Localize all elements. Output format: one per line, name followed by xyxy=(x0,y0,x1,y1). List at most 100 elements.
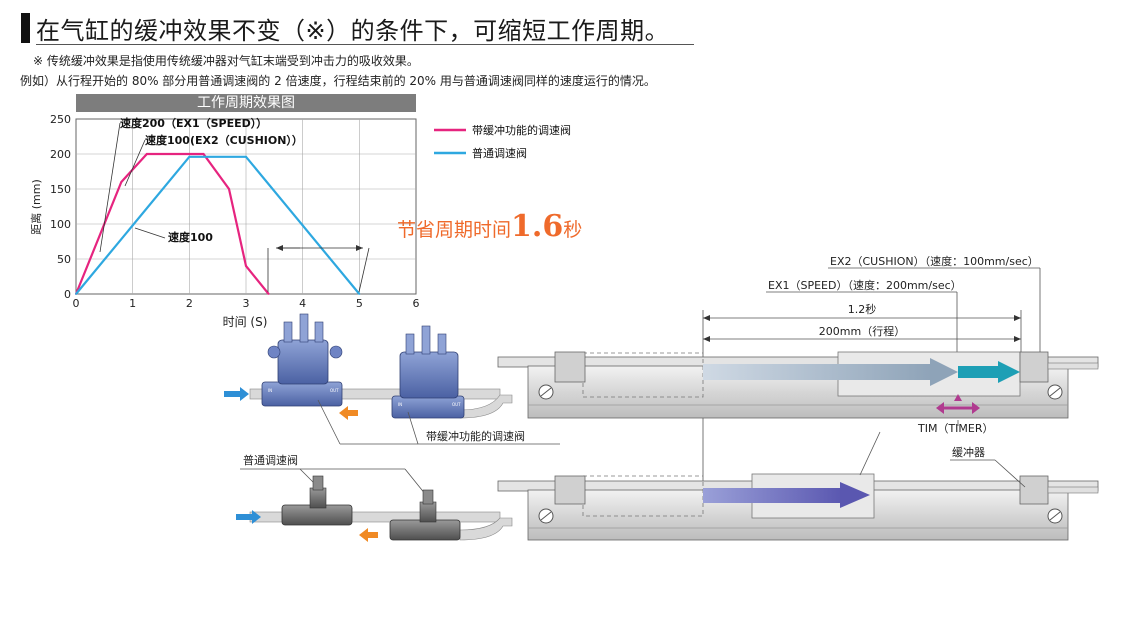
series-point-1 xyxy=(245,155,247,158)
example-note: 例如）从行程开始的 80% 部分用普通调速阀的 2 倍速度，行程结束前的 20%… xyxy=(20,74,656,88)
legend-label-cushion: 带缓冲功能的调速阀 xyxy=(472,123,571,137)
ex2-label: EX2（CUSHION）（速度：100mm/sec） xyxy=(830,254,1039,268)
tim-label: TIM（TIMER） xyxy=(917,422,994,435)
annotation-speed100-cushion: 速度100(EX2（CUSHION）） xyxy=(145,133,303,147)
cylinder-bottom-endblock-left xyxy=(554,475,586,505)
annotation-speed100: 速度100 xyxy=(168,230,213,244)
annotation-speed100-leader xyxy=(134,227,166,239)
savings-extension-right xyxy=(358,247,370,293)
x-tick-label: 3 xyxy=(243,297,250,310)
series-point-0 xyxy=(267,293,270,295)
normal-valve-1-stem xyxy=(309,487,327,509)
series-point-1 xyxy=(75,293,77,295)
cushion-valve-2-block xyxy=(399,351,459,399)
series-point-0 xyxy=(120,181,123,183)
top-arrow-speed xyxy=(703,364,933,380)
cylinder-bottom xyxy=(497,473,1099,541)
chart-title: 工作周期效果图 xyxy=(76,94,416,112)
cushion-valve-1-block xyxy=(277,339,329,385)
x-tick-label: 0 xyxy=(73,297,80,310)
cushion-valve-2-body xyxy=(391,395,465,419)
normal-valve-1-knob xyxy=(312,475,324,491)
cushion-valve-leader-1 xyxy=(317,399,341,445)
top-arrow-speed-head xyxy=(930,358,958,386)
cycle-savings: 节省周期时间1.6秒 xyxy=(397,209,582,244)
series-point-0 xyxy=(245,265,247,267)
flow-in-arrow-bottom-icon xyxy=(236,510,261,524)
buffer-leader xyxy=(994,459,1026,488)
cylinder-annotations: EX2（CUSHION）（速度：100mm/sec） EX1（SPEED）（速度… xyxy=(702,254,1041,500)
y-tick-label: 150 xyxy=(50,183,71,196)
title-underline xyxy=(36,44,694,45)
cushion-valve-1-side-knob-2 xyxy=(329,345,343,359)
flow-in-arrow-top-icon xyxy=(224,387,249,401)
cushion-valve-label: 带缓冲功能的调速阀 xyxy=(426,429,525,443)
x-tick-label: 6 xyxy=(413,297,420,310)
cylinder-top-endblock-left xyxy=(554,351,586,383)
y-tick-label: 0 xyxy=(64,288,71,301)
cylinder-bottom-rod-right xyxy=(1047,486,1099,494)
buffer-label: 缓冲器 xyxy=(952,445,985,459)
flow-out-arrow-top-icon xyxy=(339,406,358,420)
cushion-valve-1-body xyxy=(261,381,343,407)
x-tick-label: 5 xyxy=(356,297,363,310)
time-dimension-arrow-r xyxy=(1014,315,1021,321)
time-label: 1.2秒 xyxy=(848,302,877,316)
series-point-1 xyxy=(188,155,191,158)
stroke-dimension-arrow-r xyxy=(1014,336,1021,342)
bottom-arrow-speed xyxy=(703,488,843,503)
cylinder-top-screw-right-slot xyxy=(1049,387,1061,397)
normal-valve-2-knob xyxy=(422,489,434,505)
annotation-speed100-cushion-leader xyxy=(124,139,146,187)
tube-bottom-b xyxy=(459,517,513,541)
x-tick-label: 1 xyxy=(129,297,136,310)
x-axis-label: 时间 (S) xyxy=(223,315,268,329)
normal-valve-label: 普通调速阀 xyxy=(243,453,298,467)
cushion-valve-1-in: IN xyxy=(268,388,272,393)
x-tick-label: 4 xyxy=(299,297,306,310)
normal-valve-2-stem xyxy=(419,501,437,523)
series-point-0 xyxy=(202,153,205,155)
cylinder-bottom-screw-slot xyxy=(540,511,552,521)
stroke-dimension-arrow-l xyxy=(703,336,710,342)
tim-marker-icon xyxy=(954,394,962,401)
cylinder-bottom-screw-right-slot xyxy=(1049,511,1061,521)
cushion-valve-2-knob-a xyxy=(405,333,415,355)
series-point-0 xyxy=(145,153,148,155)
stroke-label: 200mm（行程） xyxy=(819,325,905,338)
legend-label-normal: 普通调速阀 xyxy=(472,146,527,160)
y-tick-label: 50 xyxy=(57,253,71,266)
chart-legend: 带缓冲功能的调速阀 普通调速阀 xyxy=(434,123,571,160)
cushion-valve-1-out: OUT xyxy=(330,388,339,393)
cylinder-bottom-endblock-right xyxy=(1019,475,1049,505)
cushion-valve-1-knob-b xyxy=(299,313,309,343)
y-axis-label: 距离 (mm) xyxy=(29,179,43,235)
title-accent-bar xyxy=(21,13,30,43)
series-line-1 xyxy=(75,155,361,295)
cycle-savings-prefix: 节省周期时间 xyxy=(397,219,512,241)
tube-top-a xyxy=(249,388,501,400)
chart-series xyxy=(74,152,361,295)
annotation-speed200-leader xyxy=(99,122,121,253)
tim-arrow-right-icon xyxy=(972,402,980,414)
top-arrow-cushion xyxy=(958,366,1000,378)
cushion-valve-1-knob-c xyxy=(314,321,324,343)
tim-arrow-left-icon xyxy=(936,402,944,414)
flow-out-arrow-bottom-icon xyxy=(359,528,378,542)
cylinder-top-screw-slot xyxy=(540,387,552,397)
cushion-valve-group: IN OUT IN OUT xyxy=(224,313,560,445)
cushion-valve-2-knob-b xyxy=(421,325,431,355)
cylinder-top-rod-right xyxy=(1047,362,1099,370)
tube-top-b xyxy=(459,394,513,419)
cylinder-top-endblock-right xyxy=(1019,351,1049,383)
cycle-savings-unit: 秒 xyxy=(563,219,583,241)
time-dimension-arrow-l xyxy=(703,315,710,321)
footnote: ※ 传统缓冲效果是指使用传统缓冲器对气缸末端受到冲击力的吸收效果。 xyxy=(33,54,419,68)
cushion-valve-1-side-knob xyxy=(267,345,281,359)
y-tick-label: 250 xyxy=(50,113,71,126)
x-tick-label: 2 xyxy=(186,297,193,310)
cushion-valve-2-knob-c xyxy=(437,333,447,355)
buffer-leader-2 xyxy=(859,431,881,476)
